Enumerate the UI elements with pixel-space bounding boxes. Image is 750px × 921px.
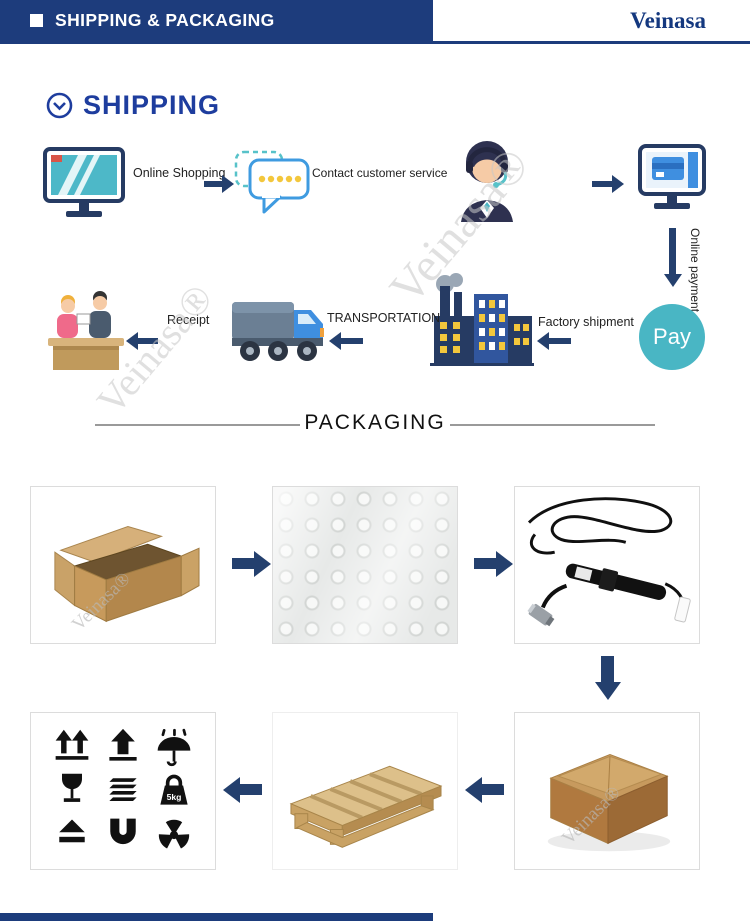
flow-arrow-left-icon	[549, 338, 571, 344]
photo-open-carton-box: Veinasa®	[30, 486, 216, 644]
section-header-title: SHIPPING & PACKAGING	[55, 10, 275, 30]
chevron-circle-icon	[46, 92, 73, 119]
receipt-people-icon	[48, 291, 124, 370]
shipping-title-text: SHIPPING	[83, 90, 221, 120]
online-shopping-monitor-icon	[43, 147, 125, 217]
pay-label: Pay	[653, 324, 691, 349]
header-bar: SHIPPING & PACKAGING	[0, 0, 433, 41]
keep-dry-umbrella-icon	[157, 728, 191, 767]
eject-stack-limit-icon	[59, 819, 86, 843]
weight-5kg-icon: 5kg	[160, 774, 188, 805]
pay-badge-icon: Pay	[639, 304, 705, 370]
next-section-bar	[0, 913, 433, 921]
photo-bubble-wrap	[272, 486, 458, 644]
stacked-sheets-icon	[109, 778, 137, 801]
flow-arrow-down-icon	[669, 228, 676, 274]
fragile-glass-icon	[62, 773, 83, 802]
flow-arrow-right-icon	[592, 181, 612, 187]
photo-sensor-product	[514, 486, 700, 644]
truck-icon	[232, 302, 324, 361]
section-header: SHIPPING & PACKAGING Veinasa	[0, 0, 750, 44]
flow-arrow-right-icon	[204, 181, 222, 187]
this-way-up-icon	[55, 729, 89, 760]
divider-line	[450, 424, 655, 426]
packaging-arrow-down-icon	[601, 656, 614, 682]
keep-upright-icon	[109, 728, 137, 761]
packaging-arrow-right-icon	[232, 558, 254, 569]
packaging-section-title: PACKAGING	[304, 411, 446, 434]
bubble-wrap-texture	[273, 487, 457, 643]
receipt-label: Receipt	[167, 313, 210, 327]
customer-service-agent-icon	[461, 141, 513, 222]
weight-5kg-label: 5kg	[166, 792, 181, 802]
chat-bubbles-icon	[234, 150, 310, 214]
flow-arrow-left-icon	[341, 338, 363, 344]
factory-icon	[430, 273, 534, 366]
online-payment-label: Online payment	[688, 228, 702, 313]
contact-customer-service-label: Contact customer service	[312, 166, 448, 180]
flow-arrow-left-icon	[138, 338, 158, 344]
photo-sealed-carton-box: Veinasa®	[514, 712, 700, 870]
magnet-icon	[110, 818, 136, 845]
online-payment-monitor-icon	[638, 144, 706, 209]
fan-icon	[158, 819, 189, 849]
transportation-label: TRANSPORTATION	[327, 311, 441, 325]
brand-name: Veinasa	[630, 8, 706, 33]
factory-shipment-label: Factory shipment	[538, 315, 634, 329]
photo-wooden-pallet	[272, 712, 458, 870]
handling-symbols-grid: 5kg	[31, 713, 215, 869]
divider-line	[95, 424, 300, 426]
shipping-section-title: SHIPPING	[46, 90, 220, 121]
photo-handling-symbols: 5kg	[30, 712, 216, 870]
packaging-arrow-right-icon	[474, 558, 496, 569]
packaging-arrow-left-icon	[240, 784, 262, 795]
bullet-square-icon	[30, 14, 43, 27]
online-shopping-label: Online Shopping	[133, 166, 226, 180]
packaging-arrow-left-icon	[482, 784, 504, 795]
